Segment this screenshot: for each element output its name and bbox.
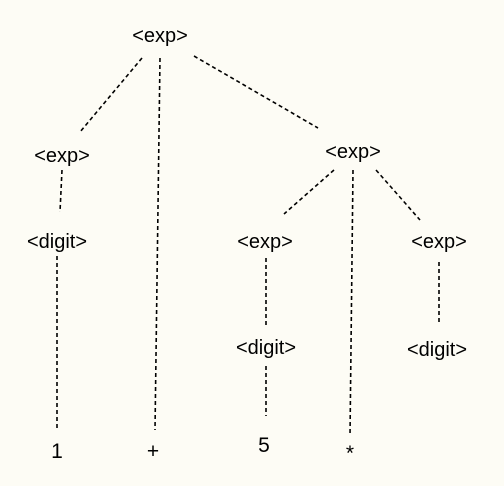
node-root: <exp>	[132, 25, 188, 47]
tree-nodes: <exp> <exp> <digit> <exp> <exp> <digit> …	[27, 25, 467, 361]
leaf-1: 1	[51, 440, 63, 463]
node-digit-left: <digit>	[27, 231, 87, 253]
edge-exp-right-to-exp-right-left	[283, 169, 335, 215]
edge-root-to-exp-right	[193, 55, 319, 129]
node-digit-right: <digit>	[407, 339, 467, 361]
leaf-5: 5	[258, 434, 270, 457]
node-exp-right: <exp>	[325, 141, 381, 163]
node-exp-right-right: <exp>	[411, 231, 467, 253]
edge-root-to-plus	[154, 57, 161, 431]
node-exp-right-left: <exp>	[237, 231, 293, 253]
edge-exp-right-to-exp-right-right	[375, 169, 421, 221]
tree-edges	[56, 55, 440, 437]
edge-exp-right-to-star	[349, 169, 354, 437]
node-digit-middle: <digit>	[236, 337, 296, 359]
edge-root-to-exp-left	[79, 57, 143, 133]
tree-leaves: 1 + 5 *	[51, 434, 354, 465]
leaf-star: *	[346, 442, 354, 465]
node-exp-left: <exp>	[34, 145, 90, 167]
edge-exp-left-to-digit-left	[59, 169, 63, 213]
leaf-plus: +	[147, 440, 159, 463]
